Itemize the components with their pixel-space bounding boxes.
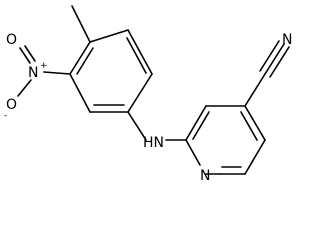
double-bond-inner: [240, 111, 258, 141]
nitro-group: N + O O -: [4, 32, 71, 121]
benzene-ring: [69, 29, 153, 113]
bond: [89, 29, 129, 43]
pyridine-n-label: N: [200, 168, 210, 184]
nitro-n-charge: +: [40, 61, 48, 71]
nitro-o-bottom-label: O: [6, 97, 17, 113]
nitro-o-charge: -: [4, 111, 7, 121]
bond: [24, 45, 36, 62]
bond: [19, 47, 31, 64]
bond: [127, 73, 153, 113]
structure-diagram: N + O O - HN N: [4, 5, 292, 184]
bond: [127, 111, 147, 141]
pyridine-ring: N: [185, 105, 266, 184]
amine-nh-label: HN: [143, 135, 164, 151]
triple-bond: [264, 43, 285, 75]
nitrile-group: N: [244, 32, 292, 107]
bond: [69, 73, 91, 113]
methyl-bond: [71, 5, 91, 43]
bond: [127, 29, 153, 75]
double-bond-inner: [76, 47, 94, 75]
bond: [185, 105, 207, 141]
molecule-canvas: N + O O - HN N: [4, 5, 293, 184]
nitro-n-label: N: [28, 65, 38, 81]
bond: [17, 79, 32, 97]
bond: [244, 105, 266, 141]
double-bond-inner: [126, 37, 147, 74]
bond: [244, 139, 266, 175]
amine-link: HN: [127, 111, 187, 151]
bond: [69, 41, 91, 75]
triple-bond: [269, 46, 290, 78]
nitrile-n-label: N: [282, 32, 292, 48]
bond: [185, 139, 201, 166]
nitro-o-top-label: O: [6, 32, 17, 48]
bond: [244, 73, 266, 107]
bond: [43, 71, 71, 75]
double-bond-inner: [192, 111, 210, 140]
triple-bond: [259, 40, 280, 72]
